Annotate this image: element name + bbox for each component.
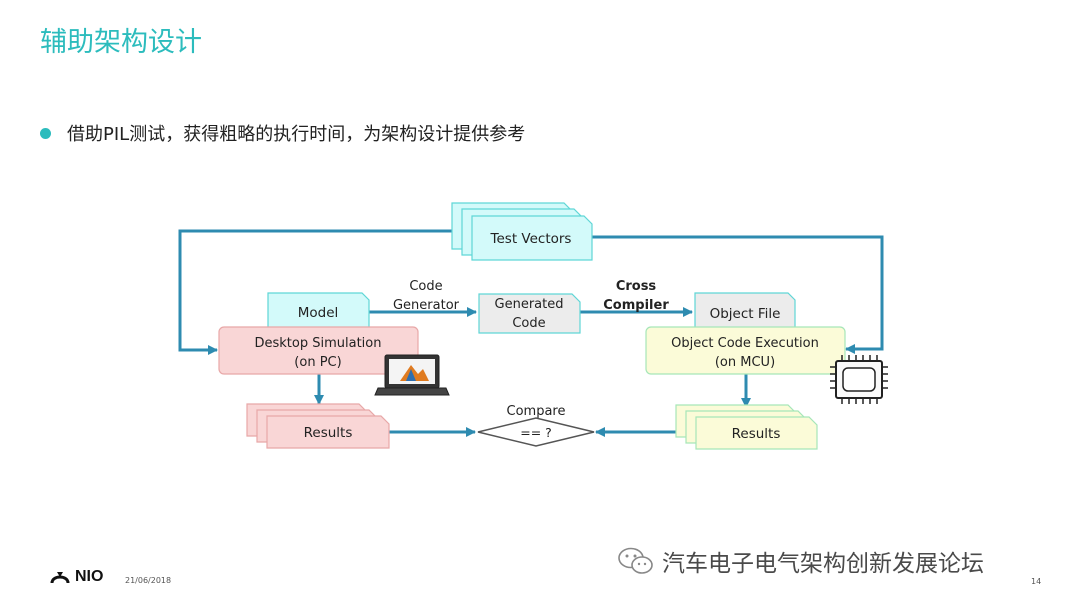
generated-code-node: Generated Code <box>478 293 581 334</box>
footer-date: 21/06/2018 <box>125 576 172 585</box>
compare-symbol: == ? <box>520 425 552 440</box>
object-exec-label-line2: (on MCU) <box>715 355 775 370</box>
results-left-label: Results <box>304 425 353 441</box>
nio-logo: NIO <box>50 568 103 586</box>
watermark: 汽车电子电气架构创新发展论坛 <box>616 544 984 578</box>
object-code-execution-node: Object Code Execution (on MCU) <box>645 326 846 375</box>
desktop-sim-label-line2: (on PC) <box>294 355 341 370</box>
nio-logo-icon <box>50 572 70 584</box>
code-generator-label-line2: Generator <box>393 298 460 313</box>
results-right-stack: Results <box>675 404 818 450</box>
generated-code-label-line2: Code <box>512 316 545 331</box>
object-file-node: Object File <box>694 292 796 333</box>
object-file-label: Object File <box>710 306 781 322</box>
page-title: 辅助架构设计 <box>40 27 202 58</box>
bullet-item: 借助PIL测试，获得粗略的执行时间，为架构设计提供参考 <box>40 120 525 146</box>
compare-label: Compare <box>507 404 566 419</box>
nio-logo-text: NIO <box>75 568 104 585</box>
cross-compiler-label-line2: Compiler <box>603 298 669 313</box>
chip-icon <box>830 355 888 404</box>
page-number: 14 <box>1031 577 1042 586</box>
test-vectors-label: Test Vectors <box>490 231 572 247</box>
results-right-label: Results <box>732 426 781 442</box>
laptop-icon <box>374 354 450 396</box>
test-vectors-stack: Test Vectors <box>451 202 593 261</box>
model-label: Model <box>298 305 339 321</box>
generated-code-label-line1: Generated <box>495 297 564 312</box>
connectors <box>178 229 884 437</box>
cross-compiler-label-line1: Cross <box>616 279 657 294</box>
compare-node: Compare == ? <box>477 404 595 447</box>
arrow-testvectors-to-desktop <box>178 229 453 355</box>
results-left-stack: Results <box>246 403 390 449</box>
arrow-testvectors-to-mcu <box>592 235 884 354</box>
desktop-sim-label-line1: Desktop Simulation <box>255 336 382 351</box>
object-exec-label-line1: Object Code Execution <box>671 336 819 351</box>
bullet-dot-icon <box>40 127 51 139</box>
code-generator-label-line1: Code <box>409 279 442 294</box>
watermark-text: 汽车电子电气架构创新发展论坛 <box>662 551 984 577</box>
bullet-text: 借助PIL测试，获得粗略的执行时间，为架构设计提供参考 <box>67 124 526 145</box>
wechat-icon <box>618 547 653 574</box>
model-node: Model <box>267 292 370 333</box>
desktop-simulation-node: Desktop Simulation (on PC) <box>218 326 419 375</box>
